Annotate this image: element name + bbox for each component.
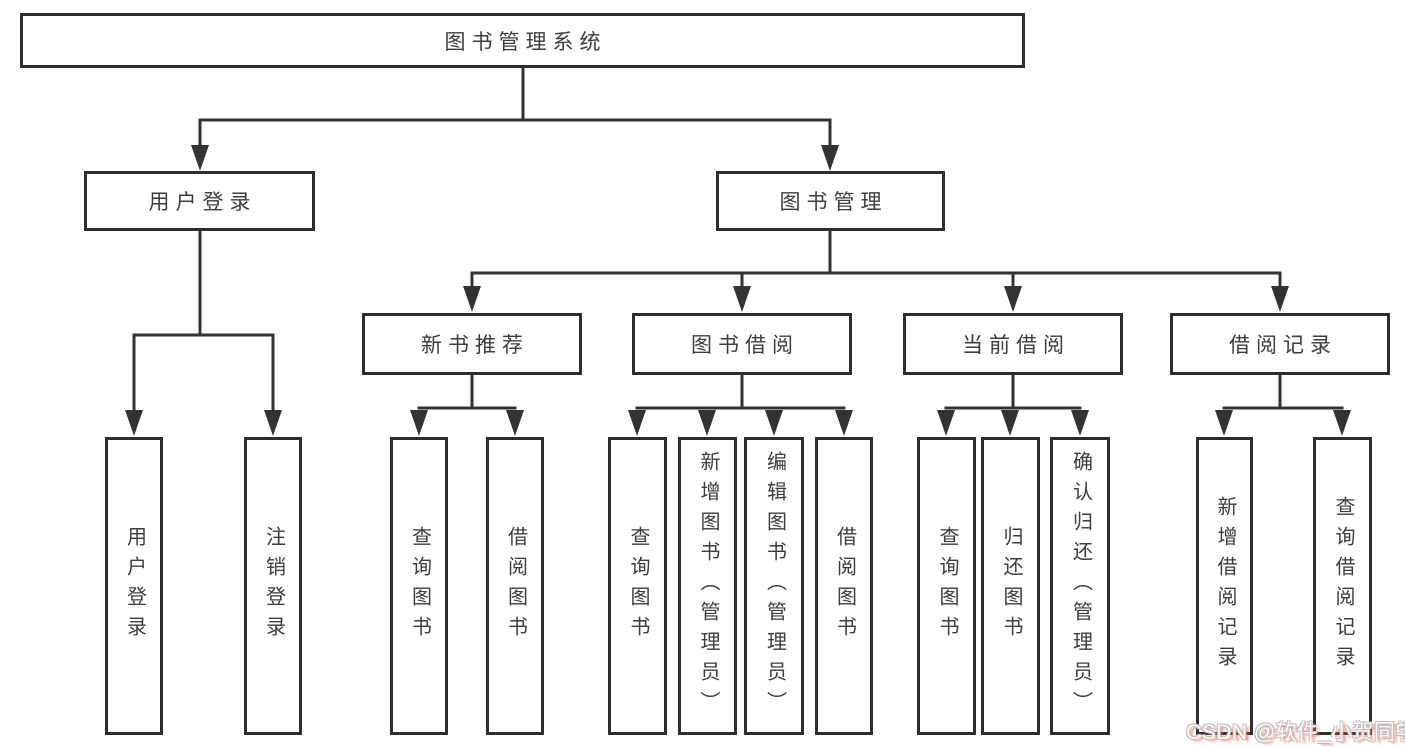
node-book-borrow-label: 图书借阅 [691, 334, 799, 357]
leaf-return-books-label: 归还图书 [1000, 526, 1022, 646]
node-book-management: 图书管理 [716, 171, 945, 231]
leaf-add-borrow-record: 新增借阅记录 [1196, 437, 1253, 735]
leaf-query-borrow-record: 查询借阅记录 [1313, 437, 1372, 735]
node-current-borrow-label: 当前借阅 [962, 334, 1070, 357]
leaf-confirm-return-admin: 确认归还（管理员） [1050, 437, 1110, 735]
leaf-return-books: 归还图书 [981, 437, 1040, 735]
node-new-book-recommend-label: 新书推荐 [421, 334, 529, 357]
leaf-add-books-admin-label: 新增图书（管理员） [697, 451, 719, 721]
leaf-query-books-3-label: 查询图书 [936, 526, 958, 646]
leaf-logout-label: 注销登录 [262, 526, 285, 646]
node-borrow-records: 借阅记录 [1170, 313, 1390, 375]
leaf-user-login-label: 用户登录 [123, 526, 146, 646]
leaf-query-books-2-label: 查询图书 [627, 526, 649, 646]
node-book-management-label: 图书管理 [779, 191, 888, 214]
node-library-system-label: 图书管理系统 [444, 30, 607, 54]
leaf-query-borrow-record-label: 查询借阅记录 [1332, 496, 1354, 676]
leaf-logout: 注销登录 [244, 437, 302, 735]
leaf-query-books-3: 查询图书 [917, 437, 976, 735]
csdn-watermark: CSDN @软件_小贺同学 [1186, 721, 1405, 744]
leaf-borrow-books-1-label: 借阅图书 [504, 526, 527, 646]
leaf-add-borrow-record-label: 新增借阅记录 [1214, 496, 1236, 676]
leaf-edit-books-admin: 编辑图书（管理员） [744, 437, 804, 735]
leaf-borrow-books-2-label: 借阅图书 [833, 526, 856, 646]
node-user-login-label: 用户登录 [148, 191, 257, 214]
node-current-borrow: 当前借阅 [903, 313, 1123, 375]
leaf-confirm-return-admin-label: 确认归还（管理员） [1069, 451, 1092, 721]
leaf-query-books-2: 查询图书 [608, 437, 667, 735]
node-borrow-records-label: 借阅记录 [1229, 334, 1337, 357]
leaf-query-books-1: 查询图书 [390, 437, 448, 735]
leaf-user-login: 用户登录 [105, 437, 163, 735]
leaf-add-books-admin: 新增图书（管理员） [678, 437, 737, 735]
leaf-borrow-books-1: 借阅图书 [486, 437, 544, 735]
leaf-query-books-1-label: 查询图书 [408, 526, 431, 646]
leaf-borrow-books-2: 借阅图书 [815, 437, 873, 735]
node-user-login: 用户登录 [84, 171, 315, 231]
node-new-book-recommend: 新书推荐 [362, 313, 582, 375]
leaf-edit-books-admin-label: 编辑图书（管理员） [763, 451, 786, 721]
node-library-system: 图书管理系统 [20, 13, 1025, 68]
node-book-borrow: 图书借阅 [632, 313, 852, 375]
